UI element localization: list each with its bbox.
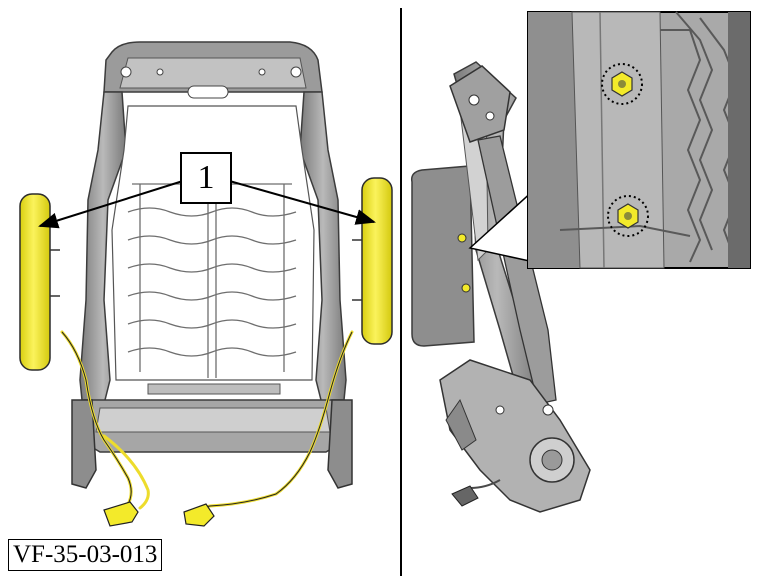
nut-icon (607, 195, 649, 237)
nut-icon (601, 63, 643, 105)
seat-back-frame (60, 41, 354, 527)
left-airbag-module (19, 193, 60, 371)
detail-inset (527, 11, 751, 269)
callout-number-1: 1 (180, 152, 232, 204)
right-airbag-module (352, 177, 393, 345)
seat-frame-side-view (410, 61, 591, 513)
arrow-icon (38, 179, 376, 229)
figure-reference-code: VF-35-03-013 (8, 539, 163, 571)
